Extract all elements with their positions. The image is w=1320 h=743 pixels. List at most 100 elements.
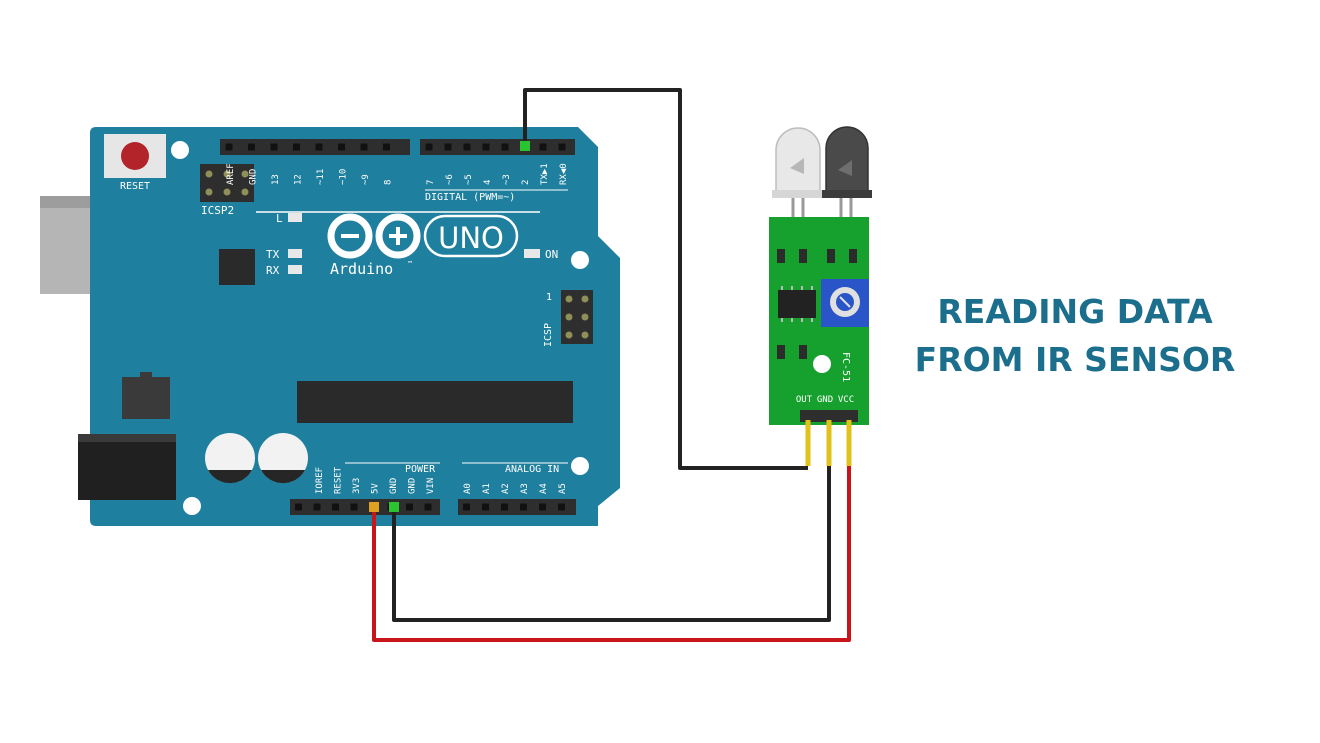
digital-pin-label: 2	[521, 180, 531, 185]
header-hole	[558, 503, 565, 511]
header-hole	[425, 143, 433, 151]
sensor-pin-labels: OUT GND VCC	[796, 395, 854, 405]
power-jack	[78, 434, 176, 500]
header-hole	[463, 143, 471, 151]
mount-hole	[571, 457, 589, 475]
digital-pin-label: ~9	[361, 174, 371, 185]
reset-label: RESET	[120, 181, 150, 192]
power-header	[290, 499, 440, 515]
power-pin-label: IOREF	[315, 467, 325, 494]
comparator-chip	[778, 290, 816, 318]
header-hole	[501, 143, 509, 151]
header-hole	[383, 143, 390, 151]
header-hole	[424, 503, 432, 511]
digital-pin-label: 12	[294, 174, 304, 185]
icsp-header	[561, 290, 593, 344]
bottom-header-holes	[295, 503, 565, 511]
digital-pin-label: ~5	[464, 174, 474, 185]
digital-pin-label: AREF	[226, 163, 236, 185]
analog-pin-label: A0	[463, 483, 473, 494]
power-pin-label: RESET	[334, 466, 344, 494]
digital-pin-label: 8	[384, 180, 394, 185]
digital-header-right	[420, 139, 575, 155]
header-hole	[482, 143, 490, 151]
digital-pin-label: ~6	[445, 174, 455, 185]
wire-end-marker	[389, 502, 399, 512]
digital-pin-label: RX◀0	[559, 163, 569, 185]
voltage-regulator	[122, 377, 170, 419]
led-rx-label: RX	[266, 264, 280, 277]
page-title: READING DATA FROM IR SENSOR	[890, 288, 1260, 384]
icsp2-header	[200, 164, 254, 202]
analog-pin-label: A3	[520, 483, 530, 494]
title-line-2: FROM IR SENSOR	[914, 340, 1236, 379]
digital-label: DIGITAL (PWM=~)	[425, 192, 515, 203]
wire-vcc	[372, 462, 851, 642]
header-hole	[313, 503, 321, 511]
wire-gnd	[392, 462, 831, 622]
header-hole	[558, 143, 566, 151]
ir-receiver-led	[822, 126, 872, 198]
ir-sensor-module: FC-51 OUT GND VCC	[769, 126, 872, 466]
header-hole	[293, 143, 300, 151]
header-hole	[338, 143, 345, 151]
atmega-chip	[297, 381, 573, 423]
icsp-pin-label: 1	[546, 292, 552, 303]
digital-header-holes	[225, 143, 566, 151]
analog-header	[458, 499, 576, 515]
power-pin-label: GND	[408, 478, 418, 494]
analog-label: ANALOG IN	[505, 464, 559, 475]
wires	[369, 88, 851, 642]
digital-header-left	[220, 139, 410, 155]
board-brand: Arduino	[330, 260, 393, 278]
wire-out-to-pin2	[523, 88, 808, 470]
sensor-header-pins	[800, 410, 858, 466]
header-hole	[225, 143, 233, 151]
sensor-pin-label: OUT	[796, 395, 813, 405]
capacitor	[205, 433, 255, 484]
led-l	[288, 213, 302, 222]
sensor-pin-label: VCC	[838, 395, 854, 405]
header-hole	[501, 503, 508, 511]
sensor-model: FC-51	[840, 352, 851, 382]
usb-chip	[219, 249, 255, 285]
led-tx	[288, 249, 302, 258]
potentiometer[interactable]	[821, 279, 869, 327]
ir-emitter-led	[772, 127, 824, 198]
power-label: POWER	[405, 464, 436, 475]
header-hole	[270, 143, 278, 151]
led-l-label: L	[276, 212, 283, 225]
wire-end-marker	[369, 502, 379, 512]
digital-pin-label: 4	[483, 180, 493, 185]
header-hole	[482, 503, 489, 511]
header-hole	[444, 143, 452, 151]
board-pcb	[90, 127, 620, 526]
header-hole	[539, 503, 546, 511]
power-pin-label: 3V3	[352, 478, 362, 494]
capacitor	[258, 433, 308, 484]
header-hole	[406, 503, 413, 511]
header-hole	[295, 503, 302, 511]
digital-pin-label: 7	[426, 180, 436, 185]
led-tx-label: TX	[266, 248, 280, 261]
reset-button-cap[interactable]	[121, 142, 149, 170]
header-hole	[520, 503, 527, 511]
icsp-label: ICSP	[543, 323, 554, 347]
sensor-mount-hole	[813, 355, 831, 373]
header-hole	[350, 503, 358, 511]
led-on	[524, 249, 540, 258]
analog-pin-label: A5	[558, 483, 568, 494]
digital-pin-label: ~11	[316, 169, 326, 185]
digital-pin-label: TX▶1	[540, 163, 550, 185]
sensor-pin-label: GND	[817, 395, 833, 405]
mount-hole	[183, 497, 201, 515]
title-line-1: READING DATA	[937, 292, 1213, 331]
mount-hole	[171, 141, 189, 159]
icsp2-label: ICSP2	[201, 204, 234, 217]
trademark: ™	[408, 260, 412, 268]
mount-hole	[571, 251, 589, 269]
